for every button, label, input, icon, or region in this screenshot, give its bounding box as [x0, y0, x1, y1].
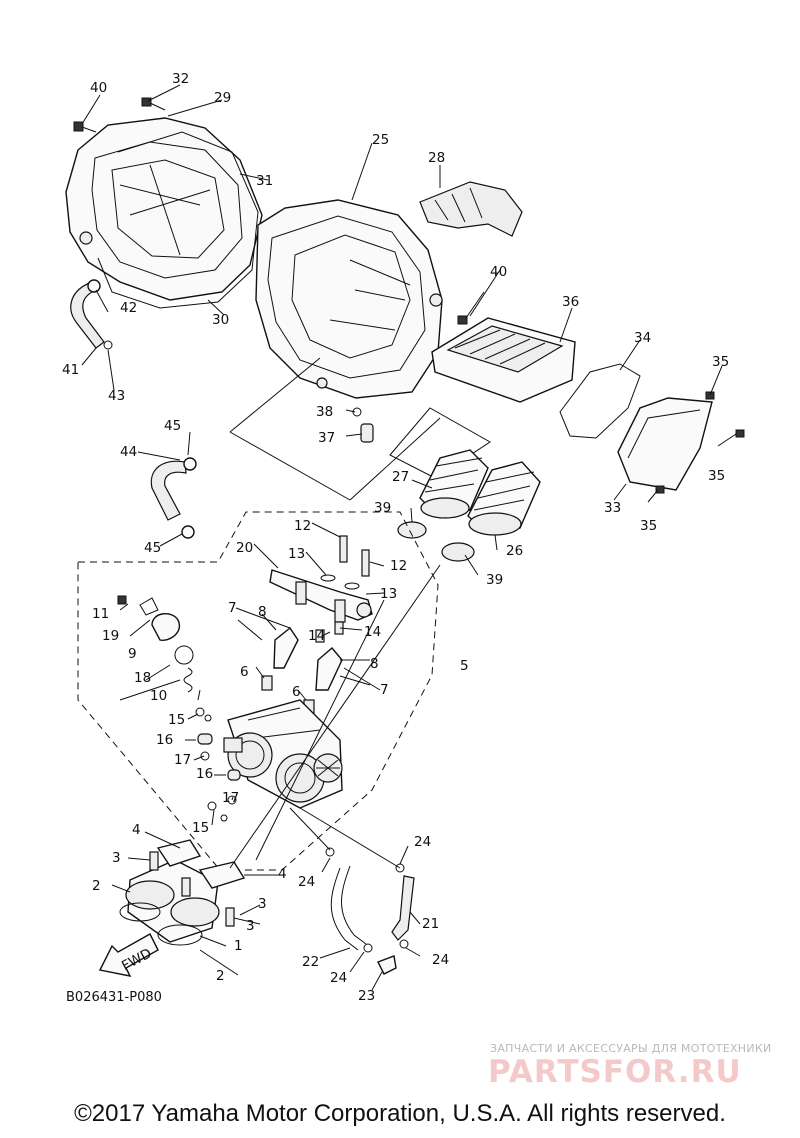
injectors-8	[261, 626, 343, 715]
label-37: 37	[318, 430, 335, 446]
label-4-right: 4	[278, 866, 287, 882]
throttle-bodies	[223, 699, 343, 809]
label-21: 21	[422, 916, 439, 932]
copyright-notice: ©2017 Yamaha Motor Corporation, U.S.A. A…	[74, 1100, 726, 1127]
label-9: 9	[128, 646, 137, 662]
callout-numbers: 40 32 29 31 30 42 41 43 25 28 40 36 34 3…	[62, 71, 729, 1004]
label-13-left: 13	[288, 546, 305, 562]
label-6-right: 6	[292, 684, 301, 700]
label-22: 22	[302, 954, 319, 970]
fuel-rail-20	[269, 569, 373, 623]
label-16-left: 16	[156, 732, 173, 748]
clamp-38-drain-37	[352, 407, 374, 443]
label-32: 32	[172, 71, 189, 87]
label-8-right: 8	[370, 656, 379, 672]
label-31: 31	[256, 173, 273, 189]
air-filter-36	[431, 317, 576, 403]
label-7-left: 7	[228, 600, 237, 616]
label-29: 29	[214, 90, 231, 106]
label-35-bottom: 35	[640, 518, 657, 534]
drain-hose-41	[70, 279, 113, 350]
label-15-bottom: 15	[192, 820, 209, 836]
label-24-a: 24	[298, 874, 315, 890]
label-15-top: 15	[168, 712, 185, 728]
label-12-top: 12	[294, 518, 311, 534]
label-17-right: 17	[222, 790, 239, 806]
label-16-right: 16	[196, 766, 213, 782]
leader-lines	[81, 84, 737, 991]
small-parts-15-16-17	[195, 707, 241, 822]
label-36: 36	[562, 294, 579, 310]
label-45-top: 45	[164, 418, 181, 434]
label-24-d: 24	[432, 952, 449, 968]
label-42: 42	[120, 300, 137, 316]
clamp-39	[397, 521, 475, 562]
label-44: 44	[120, 444, 137, 460]
label-23: 23	[358, 988, 375, 1004]
label-33: 33	[604, 500, 621, 516]
label-20: 20	[236, 540, 253, 556]
label-34: 34	[634, 330, 651, 346]
label-24-c: 24	[330, 970, 347, 986]
label-17-left: 17	[174, 752, 191, 768]
label-30: 30	[212, 312, 229, 328]
label-5: 5	[460, 658, 469, 674]
airbox-seal-ring	[97, 131, 259, 309]
label-38: 38	[316, 404, 333, 420]
gasket-34	[559, 363, 641, 439]
label-25: 25	[372, 132, 389, 148]
label-24-b: 24	[414, 834, 431, 850]
bolt-32	[141, 97, 166, 111]
funnel-27	[419, 449, 489, 519]
label-19: 19	[102, 628, 119, 644]
intake-duct-28	[419, 181, 523, 237]
label-13-right: 13	[380, 586, 397, 602]
label-7-right: 7	[380, 682, 389, 698]
sensor-9-11-19	[117, 595, 194, 693]
label-2-right: 2	[216, 968, 225, 984]
label-3-left: 3	[112, 850, 121, 866]
label-40-right: 40	[490, 264, 507, 280]
label-6-left: 6	[240, 664, 249, 680]
intake-joints	[119, 839, 246, 946]
label-3-mid: 3	[258, 896, 267, 912]
label-18: 18	[134, 670, 151, 686]
label-28: 28	[428, 150, 445, 166]
label-27: 27	[392, 469, 409, 485]
airbox-lower-case	[65, 117, 263, 301]
label-26: 26	[506, 543, 523, 559]
label-10: 10	[150, 688, 167, 704]
label-14-left: 14	[308, 628, 325, 644]
bolt-40-left	[73, 121, 97, 133]
airbox-cover-33	[617, 391, 745, 494]
label-39-left: 39	[374, 500, 391, 516]
hoses-21-22	[325, 847, 415, 975]
label-35-top: 35	[712, 354, 729, 370]
label-43: 43	[108, 388, 125, 404]
watermark-logo: PARTSFOR.RU	[488, 1054, 742, 1090]
reference-code: B026431-P080	[66, 990, 162, 1005]
bolt-40-right	[457, 291, 485, 325]
label-45-bottom: 45	[144, 540, 161, 556]
watermark-tagline: ЗАПЧАСТИ И АКСЕССУАРЫ ДЛЯ МОТОТЕХНИКИ	[490, 1042, 772, 1055]
label-3-right: 3	[246, 918, 255, 934]
funnel-26	[467, 461, 541, 536]
airbox-main-case	[255, 199, 443, 399]
label-40: 40	[90, 80, 107, 96]
label-39-right: 39	[486, 572, 503, 588]
label-14-right: 14	[364, 624, 381, 640]
label-35-mid: 35	[708, 468, 725, 484]
label-1: 1	[234, 938, 243, 954]
label-41: 41	[62, 362, 79, 378]
label-11: 11	[92, 606, 109, 622]
breather-hose-44	[150, 457, 197, 539]
label-4-left: 4	[132, 822, 141, 838]
label-2-left: 2	[92, 878, 101, 894]
label-8-left: 8	[258, 604, 267, 620]
label-12-right: 12	[390, 558, 407, 574]
bolts-12-13	[320, 535, 370, 590]
fwd-arrow: FWD	[98, 933, 159, 977]
